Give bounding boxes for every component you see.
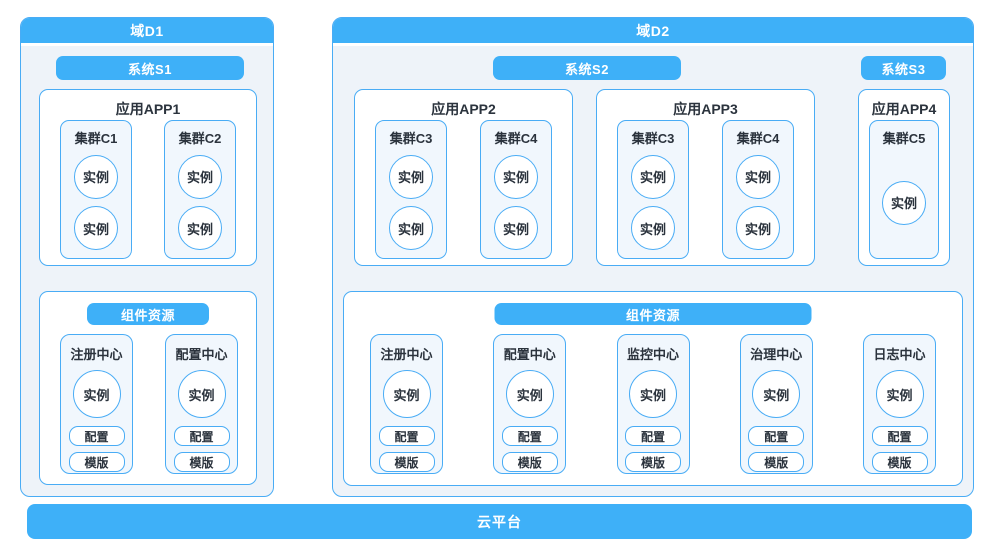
- instance-circle: 实例: [736, 154, 780, 199]
- instance-circle: 实例: [631, 206, 675, 251]
- cluster-c3-box: 集群C3 实例 实例: [375, 120, 447, 259]
- config-pill: 配置: [625, 426, 681, 446]
- registry-center-card: 注册中心 实例 配置 模版: [370, 334, 443, 474]
- app2-box: 应用APP2 集群C3 实例 实例 集群C4 实例 实例: [354, 89, 573, 266]
- template-pill: 模版: [68, 452, 125, 472]
- d2-components-box: 组件资源 注册中心 实例 配置 模版 配置中心 实例 配置 模版 监控中心 实例: [343, 291, 963, 486]
- monitor-center-title: 监控中心: [626, 347, 679, 362]
- cluster-c2-title: 集群C2: [178, 131, 222, 146]
- config-pill: 配置: [748, 426, 805, 446]
- d1-components-box: 组件资源 注册中心 实例 配置 模版 配置中心 实例 配置 模版: [39, 291, 257, 485]
- app4-title: 应用APP4: [871, 101, 937, 117]
- cluster-c5-box: 集群C5 实例: [869, 120, 939, 259]
- d1-centers: 注册中心 实例 配置 模版 配置中心 实例 配置 模版: [60, 334, 238, 474]
- cluster-c1-box: 集群C1 实例 实例: [60, 120, 132, 259]
- config-pill: 配置: [501, 426, 558, 446]
- instance-circle: 实例: [389, 206, 433, 251]
- instance-circle: 实例: [505, 370, 554, 418]
- app2-title: 应用APP2: [431, 101, 496, 117]
- cluster-c3-instances: 实例 实例: [376, 147, 446, 258]
- config-center-card: 配置中心 实例 配置 模版: [493, 334, 567, 474]
- instance-circle: 实例: [177, 370, 226, 418]
- log-center-title: 日志中心: [873, 347, 926, 362]
- instance-circle: 实例: [736, 206, 780, 251]
- d2-centers: 注册中心 实例 配置 模版 配置中心 实例 配置 模版 监控中心 实例 配置 模…: [370, 334, 936, 474]
- config-pill: 配置: [378, 426, 435, 446]
- instance-circle: 实例: [72, 370, 121, 418]
- cluster-c3-box: 集群C3 实例 实例: [617, 120, 689, 259]
- template-pill: 模版: [378, 452, 435, 472]
- config-pill: 配置: [871, 426, 928, 446]
- instance-circle: 实例: [178, 206, 222, 251]
- instance-circle: 实例: [389, 154, 433, 199]
- system-s2-pill: 系统S2: [493, 56, 681, 80]
- instance-circle: 实例: [882, 180, 926, 225]
- app4-clusters: 集群C5 实例: [869, 120, 939, 259]
- template-pill: 模版: [748, 452, 805, 472]
- log-center-card: 日志中心 实例 配置 模版: [863, 334, 936, 474]
- cluster-c1-instances: 实例 实例: [61, 147, 131, 258]
- template-pill: 模版: [871, 452, 928, 472]
- app1-title: 应用APP1: [115, 101, 181, 117]
- app1-clusters: 集群C1 实例 实例 集群C2 实例 实例: [60, 120, 236, 259]
- cluster-c2-box: 集群C2 实例 实例: [164, 120, 236, 259]
- registry-center-title: 注册中心: [380, 347, 433, 362]
- instance-circle: 实例: [74, 206, 118, 251]
- template-pill: 模版: [173, 452, 230, 472]
- app3-clusters: 集群C3 实例 实例 集群C4 实例 实例: [617, 120, 794, 259]
- cloud-platform-bar: 云平台: [27, 504, 972, 539]
- instance-circle: 实例: [494, 154, 538, 199]
- template-pill: 模版: [625, 452, 681, 472]
- cluster-c1-title: 集群C1: [74, 131, 118, 146]
- config-center-title: 配置中心: [175, 347, 228, 362]
- app3-box: 应用APP3 集群C3 实例 实例 集群C4 实例 实例: [596, 89, 815, 266]
- config-center-card: 配置中心 实例 配置 模版: [165, 334, 238, 474]
- app2-clusters: 集群C3 实例 实例 集群C4 实例 实例: [375, 120, 552, 259]
- instance-circle: 实例: [629, 370, 677, 418]
- governance-center-card: 治理中心 实例 配置 模版: [739, 334, 813, 474]
- config-pill: 配置: [173, 426, 230, 446]
- instance-circle: 实例: [494, 206, 538, 251]
- domain-d2-header: 域D2: [333, 18, 973, 46]
- cluster-c5-instances: 实例: [870, 147, 938, 258]
- domain-d1: 域D1 系统S1 应用APP1 集群C1 实例 实例 集群C2 实例 实例: [20, 17, 274, 497]
- cluster-c3-title: 集群C3: [631, 131, 675, 146]
- cluster-c4-box: 集群C4 实例 实例: [480, 120, 552, 259]
- cluster-c2-instances: 实例 实例: [165, 147, 235, 258]
- app1-box: 应用APP1 集群C1 实例 实例 集群C2 实例 实例: [39, 89, 257, 266]
- app4-box: 应用APP4 集群C5 实例: [858, 89, 950, 266]
- config-center-title: 配置中心: [503, 347, 556, 362]
- cluster-c4-title: 集群C4: [494, 131, 538, 146]
- cluster-c3-instances: 实例 实例: [618, 147, 688, 258]
- instance-circle: 实例: [382, 370, 431, 418]
- domain-d1-header: 域D1: [21, 18, 273, 46]
- app3-title: 应用APP3: [673, 101, 738, 117]
- registry-center-title: 注册中心: [70, 347, 123, 362]
- cluster-c4-instances: 实例 实例: [481, 147, 551, 258]
- config-pill: 配置: [68, 426, 125, 446]
- cluster-c4-box: 集群C4 实例 实例: [722, 120, 794, 259]
- monitor-center-card: 监控中心 实例 配置 模版: [616, 334, 690, 474]
- domain-d2: 域D2 系统S2 系统S3 应用APP2 集群C3 实例 实例 集群C4 实例: [332, 17, 974, 497]
- d2-components-pill: 组件资源: [494, 303, 812, 325]
- instance-circle: 实例: [178, 154, 222, 199]
- instance-circle: 实例: [875, 370, 924, 418]
- template-pill: 模版: [501, 452, 558, 472]
- cluster-c3-title: 集群C3: [389, 131, 433, 146]
- system-s1-pill: 系统S1: [56, 56, 244, 80]
- governance-center-title: 治理中心: [750, 347, 803, 362]
- cluster-c4-instances: 实例 实例: [723, 147, 793, 258]
- cluster-c5-title: 集群C5: [882, 131, 926, 146]
- d1-components-pill: 组件资源: [87, 303, 209, 325]
- instance-circle: 实例: [631, 154, 675, 199]
- cluster-c4-title: 集群C4: [736, 131, 780, 146]
- instance-circle: 实例: [74, 154, 118, 199]
- registry-center-card: 注册中心 实例 配置 模版: [60, 334, 133, 474]
- instance-circle: 实例: [752, 370, 801, 418]
- system-s3-pill: 系统S3: [861, 56, 946, 80]
